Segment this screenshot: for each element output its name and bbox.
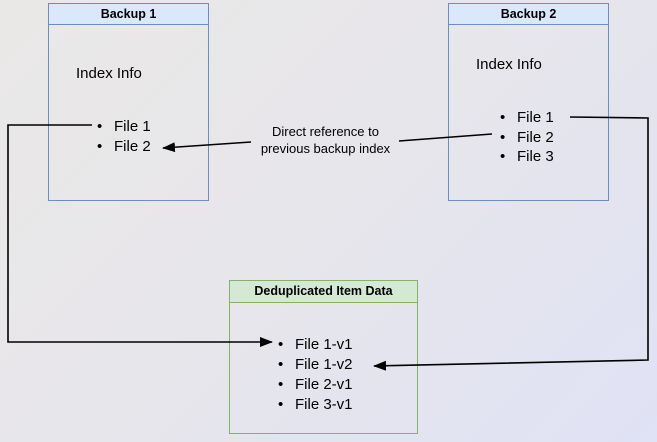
edge-reference-label-line1: Direct reference to xyxy=(272,124,379,139)
edge-reference-label: Direct reference to previous backup inde… xyxy=(233,124,418,157)
list-item: File 3-v1 xyxy=(278,395,353,415)
list-item: File 3 xyxy=(500,147,554,167)
backup1-node: Backup 1 Index Info File 1 File 2 xyxy=(48,3,209,201)
list-item: File 2 xyxy=(500,128,554,148)
list-item: File 2-v1 xyxy=(278,375,353,395)
edge-reference-label-line2: previous backup index xyxy=(260,140,391,156)
dedup-file-list: File 1-v1 File 1-v2 File 2-v1 File 3-v1 xyxy=(278,335,353,415)
list-item: File 1 xyxy=(97,117,151,137)
list-item: File 1-v2 xyxy=(278,355,353,375)
backup1-file-list: File 1 File 2 xyxy=(97,117,151,156)
backup2-title: Backup 2 xyxy=(449,4,608,25)
backup1-index-info-label: Index Info xyxy=(76,65,142,82)
dedup-node: Deduplicated Item Data File 1-v1 File 1-… xyxy=(229,280,418,434)
backup2-node: Backup 2 Index Info File 1 File 2 File 3 xyxy=(448,3,609,201)
list-item: File 2 xyxy=(97,137,151,157)
backup2-index-info-label: Index Info xyxy=(476,56,542,73)
backup1-title: Backup 1 xyxy=(49,4,208,25)
backup2-file-list: File 1 File 2 File 3 xyxy=(500,108,554,167)
list-item: File 1-v1 xyxy=(278,335,353,355)
dedup-title: Deduplicated Item Data xyxy=(230,281,417,303)
list-item: File 1 xyxy=(500,108,554,128)
